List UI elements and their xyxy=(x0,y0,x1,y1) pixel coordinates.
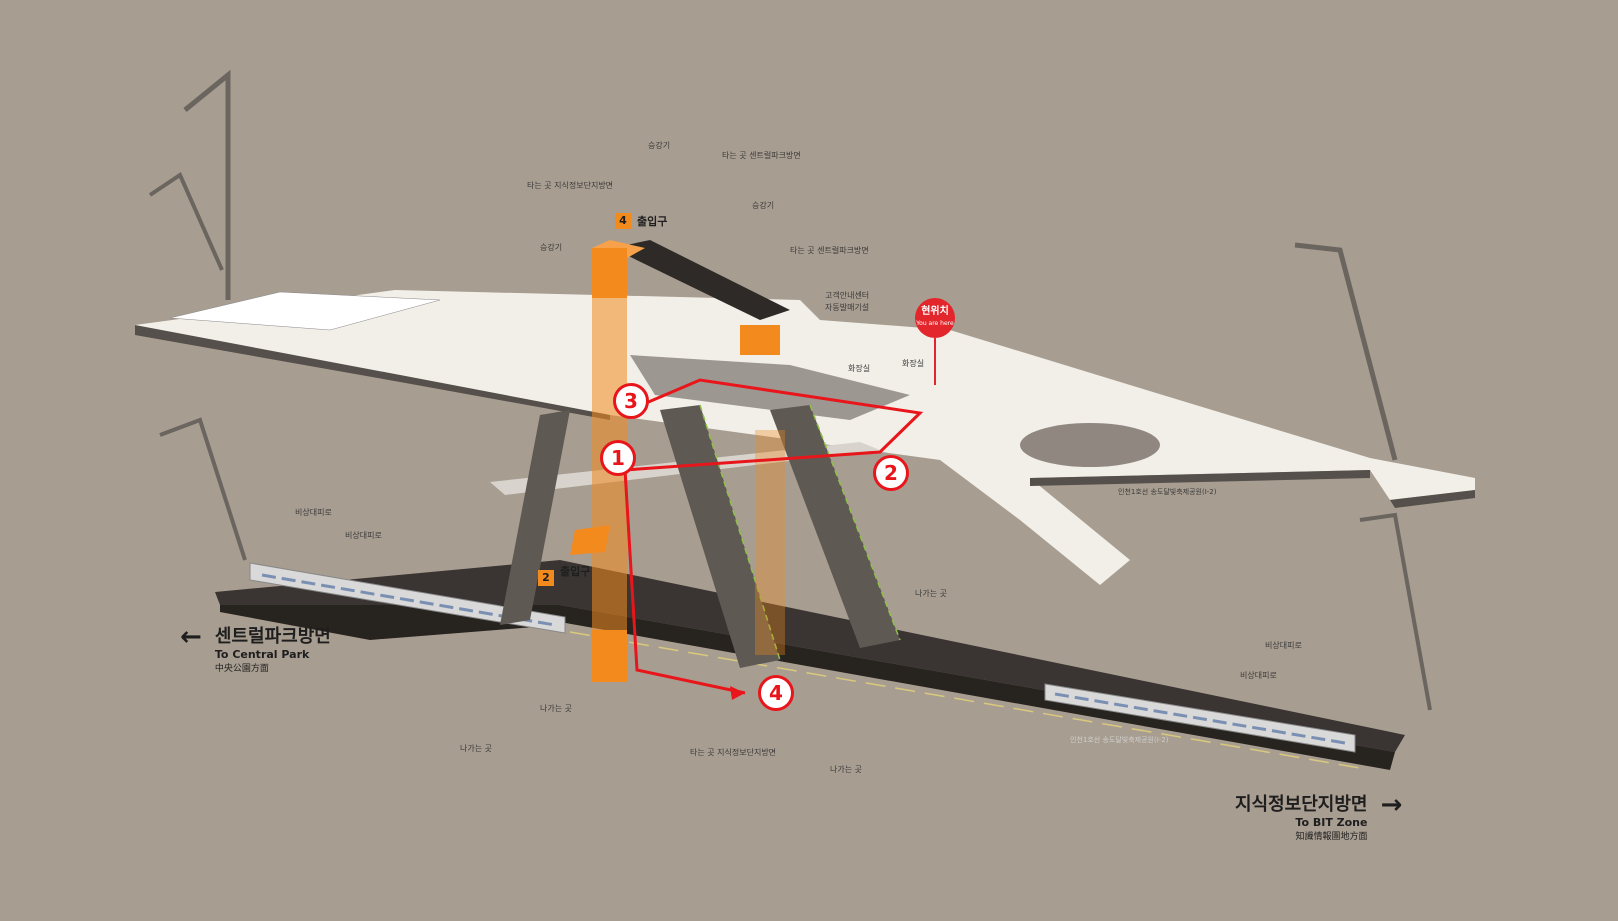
callout-exit-way-3: 나가는 곳 xyxy=(915,589,947,598)
callout-elevator-3: 승강기 xyxy=(752,201,775,210)
callout-emergency-2: 비상대피로 xyxy=(345,531,382,540)
left-arrow-icon: ← xyxy=(180,622,202,652)
you-are-here-marker: 현위치 You are here xyxy=(915,298,955,338)
exit-4-number: 4 xyxy=(615,213,631,229)
callout-board-bit-2: 타는 곳 지식정보단지방면 xyxy=(690,748,777,757)
callout-toilet-1: 화장실 xyxy=(848,364,871,373)
route-step-3: 3 xyxy=(613,383,649,419)
callout-board-central: 타는 곳 센트럴파크방면 xyxy=(722,151,801,160)
right-arrow-icon: → xyxy=(1380,790,1403,820)
callout-ticket: 자동발매기설 xyxy=(825,303,870,312)
direction-bit-zone: 지식정보단지방면 To BIT Zone 知識情報團地方面 → xyxy=(1235,790,1402,842)
callout-toilet-2: 화장실 xyxy=(902,359,925,368)
escalators xyxy=(500,404,901,668)
callout-exit-way-2: 나가는 곳 xyxy=(460,744,492,753)
platform-level xyxy=(215,560,1405,770)
exit-4-label: 출입구 xyxy=(637,215,668,228)
callout-info: 고객안내센터 xyxy=(825,291,870,300)
callout-emergency-1: 비상대피로 xyxy=(295,508,332,517)
direction-right-en: To BIT Zone xyxy=(1295,816,1368,829)
exit-2-label: 출입구 xyxy=(560,565,591,578)
direction-left-ko: 센트럴파크방면 xyxy=(214,626,331,647)
you-are-here-ko: 현위치 xyxy=(921,306,949,317)
callout-exit-way-4: 나가는 곳 xyxy=(830,765,862,774)
platform-label: 인천1호선 송도달빛축제공원(I-2) xyxy=(1070,736,1169,744)
direction-left-en: To Central Park xyxy=(214,648,310,661)
route-step-1: 1 xyxy=(600,440,636,476)
callout-emergency-4: 비상대피로 xyxy=(1240,671,1277,680)
callout-exit-way-1: 나가는 곳 xyxy=(540,704,572,713)
callout-elevator-1: 승강기 xyxy=(648,141,671,150)
you-are-here-en: You are here xyxy=(916,320,954,327)
route-path xyxy=(623,378,924,700)
direction-right-ko: 지식정보단지방면 xyxy=(1235,794,1368,815)
route-step-4: 4 xyxy=(758,675,794,711)
direction-left-zh: 中央公園方面 xyxy=(214,664,269,674)
train-right xyxy=(1044,683,1356,753)
exit-2-number: 2 xyxy=(538,570,554,586)
direction-central-park: ← 센트럴파크방면 To Central Park 中央公園方面 xyxy=(180,622,331,674)
direction-right-zh: 知識情報團地方面 xyxy=(1295,832,1368,842)
route-step-2: 2 xyxy=(873,455,909,491)
concourse-label: 인천1호선 송도달빛축제공원(I-2) xyxy=(1118,488,1217,496)
callout-board-bit: 타는 곳 지식정보단지방면 xyxy=(527,181,614,190)
callout-elevator-2: 승강기 xyxy=(540,243,563,252)
emergency-stairs xyxy=(148,69,1432,711)
callout-emergency-3: 비상대피로 xyxy=(1265,641,1302,650)
callout-board-central-2: 타는 곳 센트럴파크방면 xyxy=(790,246,869,255)
